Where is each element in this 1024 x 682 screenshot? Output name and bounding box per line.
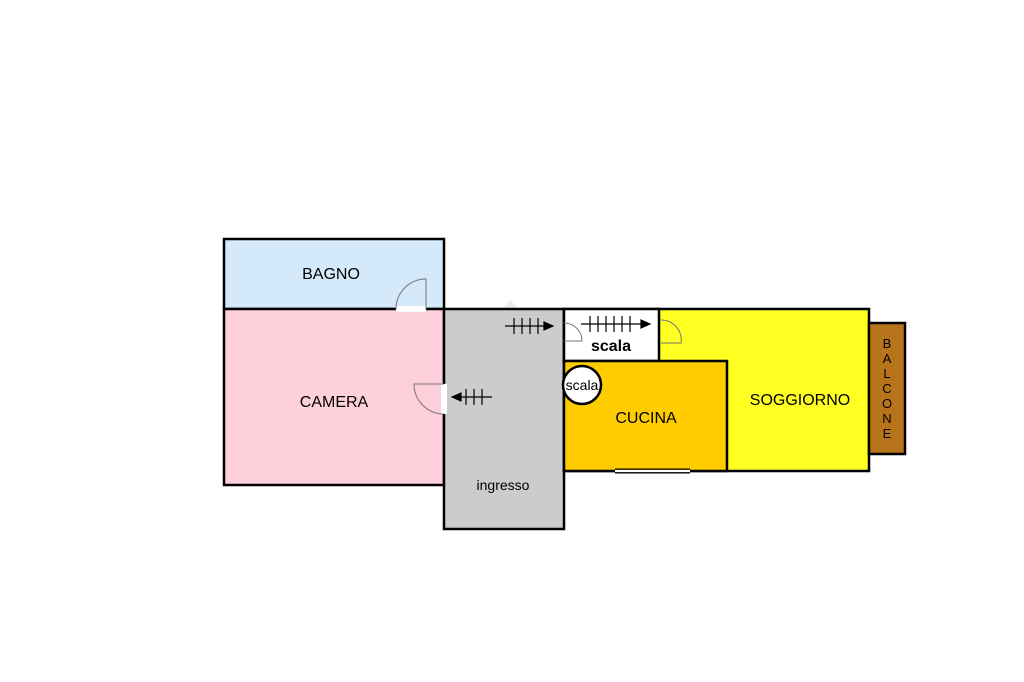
room-label-scala-round: scala <box>566 377 599 393</box>
svg-text:N: N <box>882 411 891 426</box>
svg-text:O: O <box>882 396 892 411</box>
room-label-bagno: BAGNO <box>302 266 360 283</box>
room-balcone <box>867 321 907 456</box>
door-bagno <box>395 278 427 312</box>
svg-text:E: E <box>883 426 892 441</box>
room-label-scala-top: scala <box>591 338 631 355</box>
room-label-ingresso: ingresso <box>477 477 530 493</box>
svg-text:A: A <box>883 351 892 366</box>
room-label-cucina: CUCINA <box>615 410 677 427</box>
stair-arrow-ingresso <box>450 389 492 405</box>
room-label-soggiorno: SOGGIORNO <box>750 392 850 409</box>
balcone-label: B A L C O N E <box>882 336 892 441</box>
stair-arrow-top-right <box>581 316 652 332</box>
room-camera <box>222 307 446 487</box>
spiral-stair <box>561 364 603 406</box>
door-camera <box>413 383 447 415</box>
stair-arrow-top-left <box>505 318 555 334</box>
door-soggiorno <box>660 319 682 344</box>
svg-text:C: C <box>882 381 891 396</box>
svg-text:L: L <box>883 366 890 381</box>
door-scala <box>563 322 583 342</box>
svg-text:B: B <box>883 336 892 351</box>
room-ingresso <box>442 307 566 531</box>
room-label-camera: CAMERA <box>300 394 369 411</box>
